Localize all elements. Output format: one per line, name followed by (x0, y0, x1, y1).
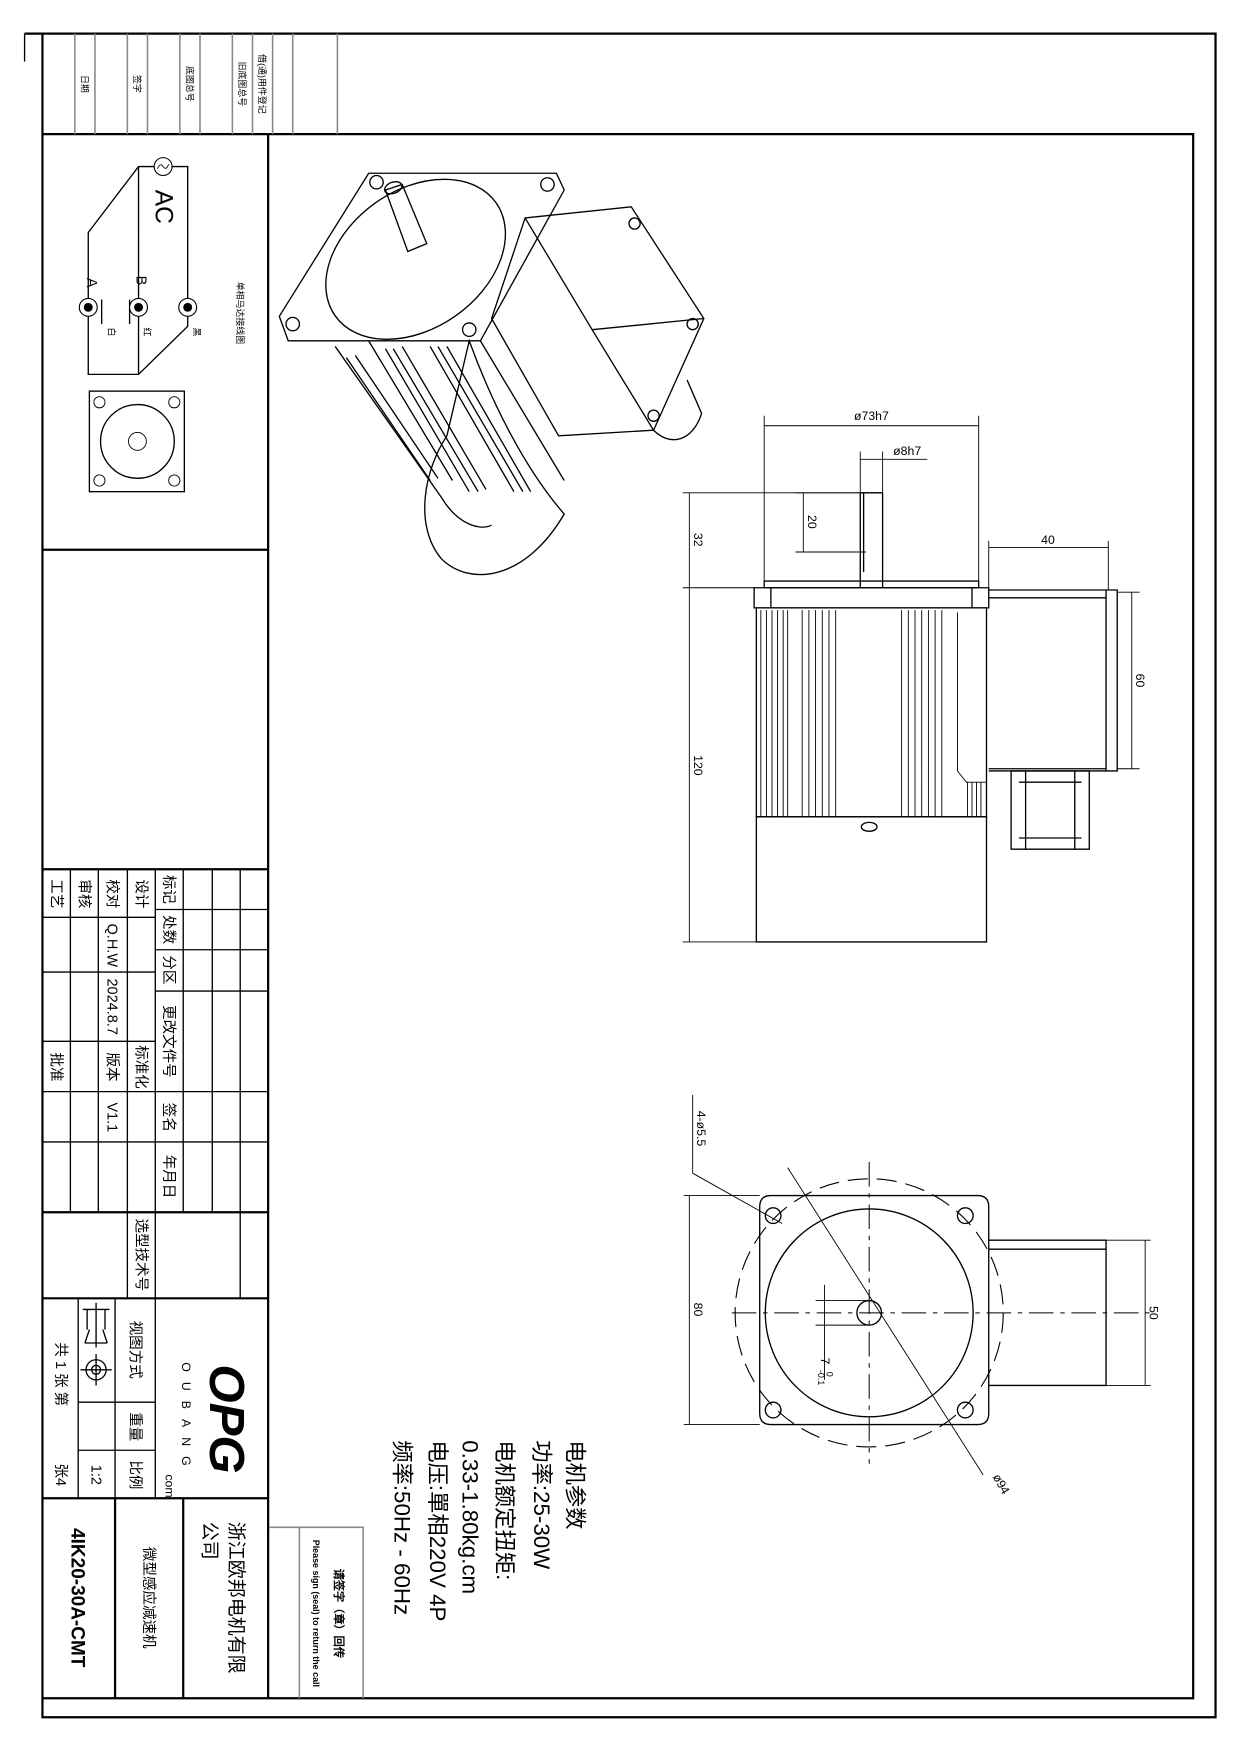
version-label: 版本 (103, 1053, 120, 1082)
check-date-value: 2024.8.7 (103, 978, 119, 1035)
sheet-frame (23, 32, 1217, 1719)
signature-request-cn: 请签字（章）回传 (332, 1569, 346, 1658)
standardize-label: 标准化 (132, 1045, 149, 1089)
param-frequency: 频率:50Hz - 60Hz (389, 1440, 414, 1615)
design-label: 设计 (132, 879, 149, 908)
strip-old-base-drawing-label: 旧底图总号 (237, 62, 248, 107)
terminal-a (78, 297, 98, 317)
logo-subtitle: OUBANG (179, 1362, 193, 1476)
dim-pcd: ø94 (990, 1471, 1013, 1496)
process-label: 工艺 (47, 879, 64, 908)
motor-isometric-view (278, 172, 705, 576)
motor-front-icon (88, 390, 186, 493)
wire-black-label: 黑 (191, 327, 201, 336)
company-logo: OPG (199, 1364, 253, 1473)
company-name-line2: 公司 (198, 1522, 219, 1560)
dim-flat-length: 20 (805, 515, 819, 529)
scale-label: 比例 (127, 1460, 144, 1489)
sheets-label: 共 1 张 第 (52, 1342, 70, 1406)
terminal-b-label: B (132, 276, 148, 286)
company-name-line1: 浙江欧邦电机有限 (225, 1522, 247, 1674)
dim-key-tol-upper: 0 (825, 1372, 835, 1377)
check-label: 校对 (103, 879, 120, 908)
zone-label: 分区 (160, 955, 177, 984)
product-name: 微型感应减速机 (140, 1547, 158, 1649)
sign-label: 签名 (160, 1103, 177, 1132)
param-torque-value: 0.33-1.80kg.cm (458, 1440, 483, 1594)
terminal-c (178, 297, 198, 317)
logo-com: com (162, 1474, 176, 1497)
dim-terminal-box-front: 50 (1147, 1306, 1161, 1320)
wiring-diagram: AC A B 白 红 黑 单相马达接线图 (78, 157, 246, 376)
params-heading: 电机参数 (563, 1440, 588, 1529)
wiring-title: 单相马达接线图 (235, 282, 246, 345)
param-torque-label: 电机额定扭矩: (492, 1440, 517, 1580)
scale-value: 1:2 (88, 1465, 104, 1485)
ac-label: AC (149, 190, 176, 224)
param-power: 功率:25-30W (529, 1440, 554, 1569)
strip-signature-label: 签字 (132, 75, 143, 93)
dim-terminal-box-height: 60 (1133, 674, 1147, 688)
signature-box: 请签字（章）回传 Please sign (seal) to return th… (269, 1526, 364, 1699)
weight-label: 重量 (127, 1412, 144, 1441)
dim-shaft-length: 32 (691, 533, 705, 547)
projection-symbol-icon (80, 1302, 112, 1386)
selection-no-label: 选型技术号 (132, 1218, 149, 1291)
sheet-number: 张4 (52, 1464, 69, 1487)
param-voltage: 电压:單相220V 4P (425, 1440, 450, 1621)
strip-base-drawing-label: 底图总号 (185, 66, 196, 102)
motor-side-view: ø73h7 ø8h7 32 20 120 40 60 (682, 409, 1147, 943)
terminal-a-label: A (83, 278, 99, 288)
dim-mount-holes: 4-ø5.5 (694, 1111, 708, 1147)
change-doc-label: 更改文件号 (160, 1005, 177, 1078)
approve-label: 批准 (47, 1053, 64, 1082)
review-label: 审核 (75, 879, 92, 908)
strip-date-label: 日期 (80, 75, 90, 93)
dim-flange-square: 80 (691, 1303, 705, 1317)
dim-shaft-dia: ø8h7 (893, 444, 921, 458)
view-method-label: 视图方式 (127, 1321, 144, 1380)
signature-request-en: Please sign (seal) to return the call (311, 1540, 321, 1687)
motor-parameters: 电机参数 功率:25-30W 电机额定扭矩: 0.33-1.80kg.cm 电压… (389, 1440, 587, 1621)
top-register-strip: 日期 签字 底图总号 旧底图总号 借(通)用件登记 (74, 33, 339, 135)
count-label: 处数 (160, 915, 177, 945)
dim-key-tol-lower: -0.1 (816, 1370, 826, 1385)
terminal-b (129, 297, 149, 317)
strip-shared-parts-label: 借(通)用件登记 (257, 54, 268, 114)
version-value: V1.1 (103, 1102, 119, 1132)
ymd-label: 年月日 (160, 1155, 177, 1199)
model-number: 4IK20-30A-CMT (67, 1528, 88, 1668)
wire-white-label: 白 (106, 327, 117, 336)
mark-label: 标记 (160, 875, 177, 904)
dim-shaft-flange-dia: ø73h7 (854, 409, 889, 423)
dim-key-width: 7 (818, 1357, 832, 1364)
dim-body-length: 120 (691, 755, 705, 776)
dim-terminal-box-width: 40 (1041, 533, 1055, 547)
title-block: 标记 处数 分区 更改文件号 签名 年月日 设计 标准化 选型技术号 校对 Q.… (42, 868, 269, 1699)
motor-front-view: 4-ø5.5 80 50 ø94 7 0 -0.1 (683, 1094, 1161, 1497)
checker-value: Q.H.W (103, 923, 119, 967)
wire-red-label: 红 (142, 327, 153, 336)
